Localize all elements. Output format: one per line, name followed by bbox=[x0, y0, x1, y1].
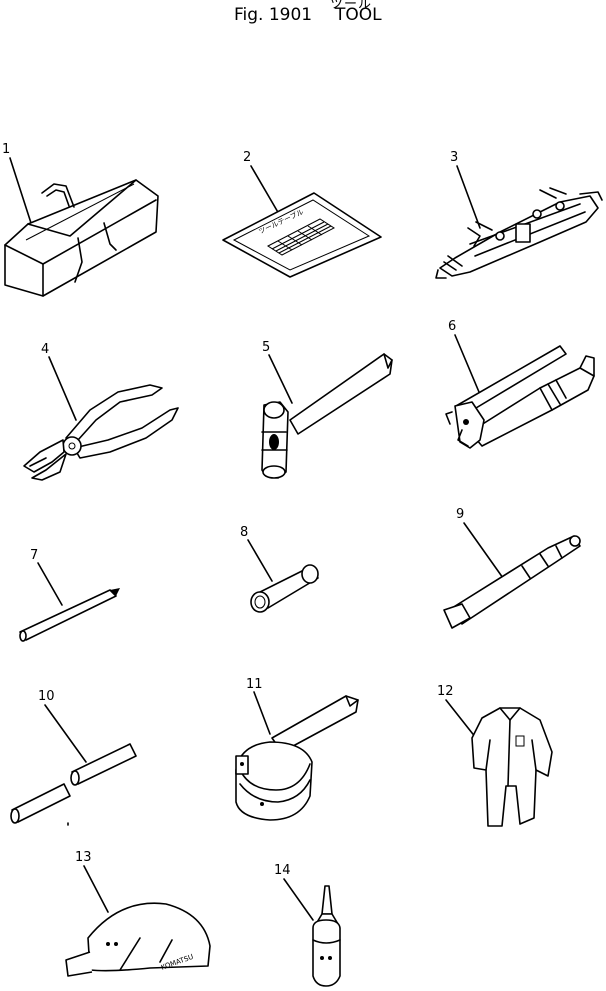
callout-4: 4 bbox=[41, 342, 49, 357]
coveralls: 12 bbox=[437, 684, 553, 827]
japanese-title: ツール bbox=[330, 0, 373, 12]
callout-14: 14 bbox=[274, 863, 291, 878]
figure-label: Fig. 1901 bbox=[234, 5, 313, 25]
grease-gun: 6 bbox=[445, 319, 595, 449]
callout-7: 7 bbox=[30, 548, 38, 563]
tool-table-card: 2 ツールテーブル bbox=[222, 150, 382, 278]
callout-9: 9 bbox=[456, 507, 464, 522]
callout-6: 6 bbox=[448, 319, 456, 334]
socket: 8 bbox=[240, 525, 319, 613]
extension-bar: 9 bbox=[443, 507, 581, 629]
callout-8: 8 bbox=[240, 525, 248, 540]
tool-bag: 1 bbox=[2, 142, 159, 297]
callout-12: 12 bbox=[437, 684, 454, 699]
filter-wrench: 11 bbox=[235, 677, 359, 821]
callout-13: 13 bbox=[75, 850, 92, 865]
hammer: 5 bbox=[261, 340, 393, 479]
callout-1: 1 bbox=[2, 142, 10, 157]
wrench-set: 3 bbox=[435, 150, 603, 279]
pipe: 10 bbox=[10, 689, 137, 826]
callout-3: 3 bbox=[450, 150, 458, 165]
figure-title-text: TOOL bbox=[335, 5, 382, 25]
oil-can: 14 bbox=[274, 863, 341, 987]
cap: 13 KOMATSU bbox=[65, 850, 211, 977]
callout-2: 2 bbox=[243, 150, 251, 165]
callout-10: 10 bbox=[38, 689, 55, 704]
callout-11: 11 bbox=[246, 677, 263, 692]
pliers: 4 bbox=[23, 342, 179, 481]
callout-5: 5 bbox=[262, 340, 270, 355]
screwdriver: 7 bbox=[19, 548, 120, 642]
